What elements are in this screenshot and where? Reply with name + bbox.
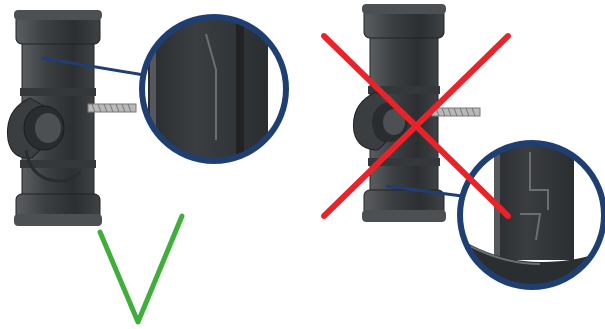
screw-left — [88, 104, 136, 112]
zoom-callout-left — [140, 14, 290, 164]
screw-right — [432, 108, 480, 116]
zoom-callout-right — [458, 140, 605, 292]
incorrect-installation-panel — [324, 4, 605, 292]
correct-installation-panel — [7, 10, 290, 322]
pipe-fitting-left — [7, 10, 136, 226]
check-mark-icon — [100, 216, 182, 322]
